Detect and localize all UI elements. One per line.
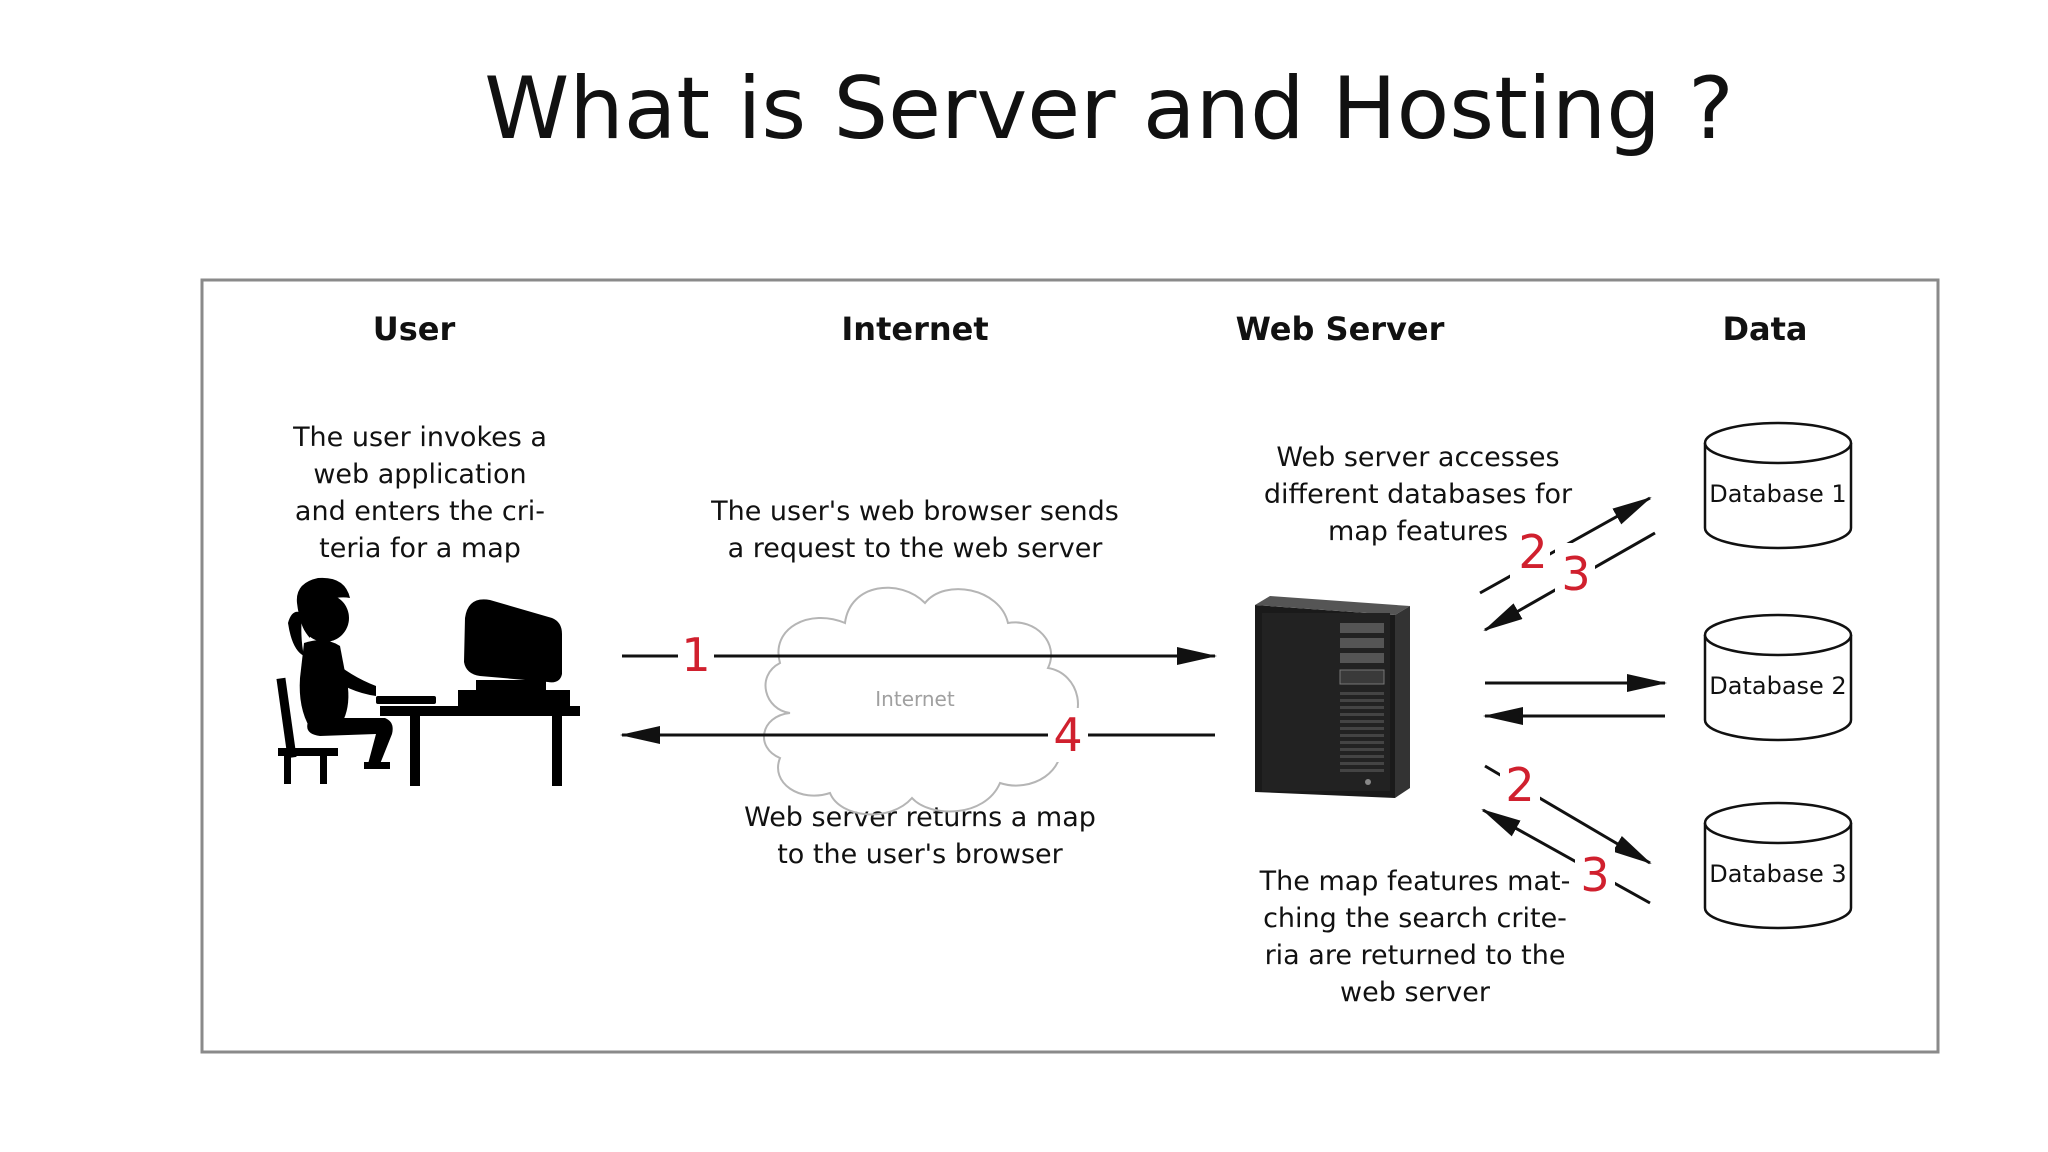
svg-text:a request to the web server: a request to the web server bbox=[728, 533, 1104, 564]
step-3-label-top: 3 bbox=[1561, 547, 1590, 601]
svg-text:Web server accesses: Web server accesses bbox=[1276, 442, 1559, 473]
column-header-web-server: Web Server bbox=[1236, 310, 1445, 348]
architecture-diagram: User Internet Web Server Data The user i… bbox=[200, 278, 1940, 1054]
database-icon bbox=[1703, 421, 1853, 550]
user-at-computer-icon bbox=[276, 577, 580, 786]
database-icon bbox=[1703, 613, 1853, 742]
svg-text:different databases for: different databases for bbox=[1264, 479, 1573, 510]
step-3-label-bottom: 3 bbox=[1580, 848, 1609, 902]
step-2-label-bottom: 2 bbox=[1505, 758, 1534, 812]
database-2: Database 2 bbox=[1703, 613, 1853, 742]
svg-text:teria for a map: teria for a map bbox=[319, 533, 521, 564]
step-2-label-top: 2 bbox=[1518, 525, 1547, 579]
database-icon bbox=[1703, 801, 1853, 930]
svg-text:Web server returns a map: Web server returns a map bbox=[744, 802, 1096, 833]
database-1: Database 1 bbox=[1703, 421, 1853, 550]
svg-text:map features: map features bbox=[1328, 516, 1508, 547]
cloud-label: Internet bbox=[875, 687, 955, 711]
svg-text:to the user's browser: to the user's browser bbox=[777, 839, 1063, 870]
database-2-label: Database 2 bbox=[1709, 672, 1846, 700]
column-header-user: User bbox=[373, 310, 456, 348]
svg-text:web server: web server bbox=[1340, 977, 1491, 1008]
database-1-label: Database 1 bbox=[1709, 480, 1846, 508]
step-1-label: 1 bbox=[681, 628, 710, 682]
return-description: Web server returns a map to the user's b… bbox=[744, 802, 1096, 870]
server-tower-icon bbox=[1255, 596, 1410, 798]
user-description: The user invokes a web application and e… bbox=[292, 422, 547, 564]
svg-text:ching the search crite-: ching the search crite- bbox=[1263, 903, 1567, 934]
svg-text:The map features mat-: The map features mat- bbox=[1259, 866, 1571, 897]
request-description: The user's web browser sends a request t… bbox=[710, 496, 1119, 564]
svg-text:The user invokes a: The user invokes a bbox=[292, 422, 547, 453]
database-3: Database 3 bbox=[1703, 801, 1853, 930]
svg-text:and enters the cri-: and enters the cri- bbox=[295, 496, 545, 527]
column-header-data: Data bbox=[1722, 310, 1807, 348]
svg-text:web application: web application bbox=[313, 459, 526, 490]
column-header-internet: Internet bbox=[841, 310, 988, 348]
cloud-icon bbox=[763, 586, 1079, 816]
match-description: The map features mat- ching the search c… bbox=[1259, 866, 1571, 1008]
slide-title: What is Server and Hosting ? bbox=[484, 59, 1734, 159]
diagram-frame bbox=[200, 278, 1940, 1054]
response-arrow-db3 bbox=[1481, 808, 1651, 905]
svg-text:ria are returned to the: ria are returned to the bbox=[1265, 940, 1566, 971]
svg-text:The user's web browser sends: The user's web browser sends bbox=[710, 496, 1119, 527]
database-3-label: Database 3 bbox=[1709, 860, 1846, 888]
server-description: Web server accesses different databases … bbox=[1264, 442, 1573, 547]
step-4-label: 4 bbox=[1053, 708, 1082, 762]
